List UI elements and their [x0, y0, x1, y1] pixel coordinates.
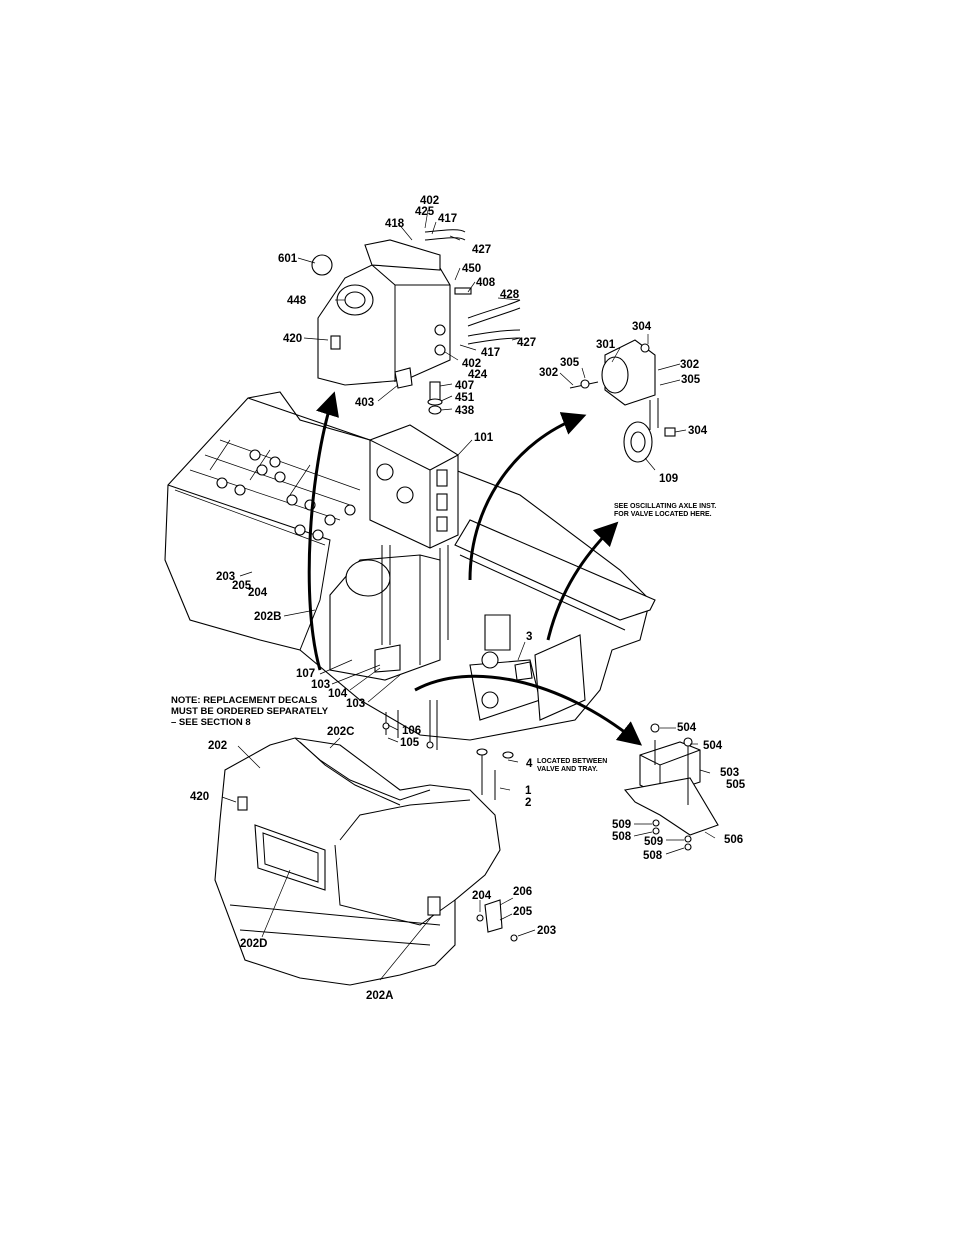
callout-105: 105 [400, 737, 420, 749]
callout-107: 107 [296, 668, 315, 680]
control-box [369, 424, 459, 645]
callout-438: 438 [455, 405, 475, 417]
callout-504: 504 [677, 722, 697, 734]
note-located-between-2: VALVE AND TRAY. [537, 766, 598, 773]
callout-202D: 202D [240, 938, 268, 950]
note-oscillating-axle-1: SEE OSCILLATING AXLE INST. [614, 503, 716, 510]
callout-305-right: 305 [681, 374, 701, 386]
callout-205-lower: 205 [513, 906, 533, 918]
callout-206: 206 [513, 886, 532, 898]
callout-417-lower: 417 [481, 347, 500, 359]
callout-304-lower: 304 [688, 425, 708, 437]
callout-305: 305 [560, 357, 580, 369]
valve-fittings [216, 449, 356, 541]
assembly-arrows [307, 391, 643, 746]
callout-451: 451 [455, 392, 475, 404]
callout-509-right: 509 [644, 836, 663, 848]
callout-205: 205 [232, 580, 252, 592]
callout-202C: 202C [327, 726, 355, 738]
callout-202B: 202B [254, 611, 282, 623]
note-oscillating-axle-2: FOR VALVE LOCATED HERE. [614, 511, 712, 518]
callout-103: 103 [311, 679, 330, 691]
callout-420: 420 [283, 333, 302, 345]
callout-302-right: 302 [680, 359, 699, 371]
callout-104: 104 [328, 688, 348, 700]
callout-428: 428 [500, 289, 520, 301]
callout-203: 203 [216, 571, 235, 583]
note-decals-3: – SEE SECTION 8 [171, 717, 251, 728]
callout-408: 408 [476, 277, 496, 289]
callout-505: 505 [726, 779, 746, 791]
callout-509: 509 [612, 819, 631, 831]
callout-418: 418 [385, 218, 405, 230]
callout-106: 106 [402, 725, 421, 737]
callout-425: 425 [415, 206, 435, 218]
callout-504-right: 504 [703, 740, 723, 752]
leader-lines [221, 209, 716, 981]
callout-402: 402 [420, 195, 439, 207]
callout-420-cover: 420 [190, 791, 209, 803]
callout-labels: 402 425 418 417 427 601 450 408 448 428 … [171, 195, 746, 1002]
callout-203-lower: 203 [537, 925, 556, 937]
callout-204-lower: 204 [472, 890, 492, 902]
callout-427-lower: 427 [517, 337, 536, 349]
callout-301: 301 [596, 339, 616, 351]
callout-109: 109 [659, 473, 678, 485]
callout-1: 1 [525, 785, 532, 797]
callout-417: 417 [438, 213, 457, 225]
valve-bracket-assembly [623, 723, 719, 851]
callout-506: 506 [724, 834, 743, 846]
breather-cap [311, 254, 333, 276]
engine-cover [214, 737, 518, 986]
callout-407: 407 [455, 380, 474, 392]
callout-402-lower: 402 [462, 358, 481, 370]
hydraulic-tank-exploded [311, 229, 521, 415]
callout-448: 448 [287, 295, 307, 307]
callout-2: 2 [525, 797, 531, 809]
callout-202: 202 [208, 740, 227, 752]
callout-202A: 202A [366, 990, 394, 1002]
callout-424: 424 [468, 369, 488, 381]
installed-tank [329, 554, 441, 681]
callout-508-right: 508 [643, 850, 663, 862]
callout-304: 304 [632, 321, 652, 333]
callout-508: 508 [612, 831, 632, 843]
horn-assembly [569, 339, 676, 463]
callout-103-lower: 103 [346, 698, 365, 710]
callout-503: 503 [720, 767, 739, 779]
callout-101: 101 [474, 432, 494, 444]
note-decals-2: MUST BE ORDERED SEPARATELY [171, 706, 329, 717]
callout-427: 427 [472, 244, 491, 256]
callout-450: 450 [462, 263, 481, 275]
tray-fasteners [382, 700, 514, 800]
callout-302-left: 302 [539, 367, 558, 379]
callout-4: 4 [526, 758, 533, 770]
callout-204: 204 [248, 587, 268, 599]
callout-403: 403 [355, 397, 374, 409]
note-located-between-1: LOCATED BETWEEN [537, 758, 607, 765]
note-decals-1: NOTE: REPLACEMENT DECALS [171, 695, 317, 706]
callout-3: 3 [526, 631, 532, 643]
callout-601: 601 [278, 253, 298, 265]
